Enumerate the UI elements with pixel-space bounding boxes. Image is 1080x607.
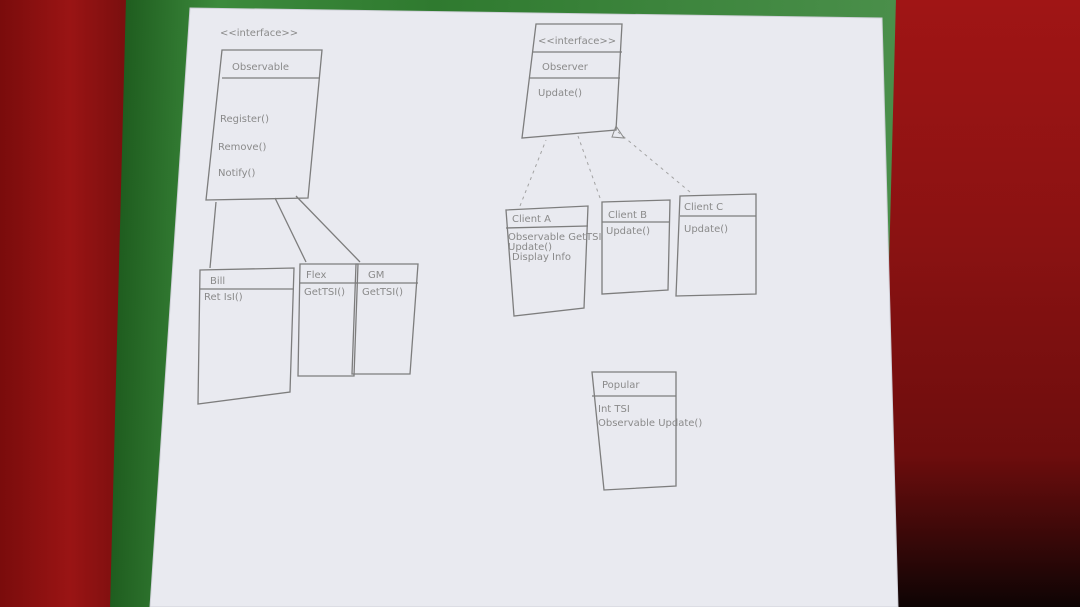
client-a-line-1: Observable GetTSI bbox=[508, 232, 601, 243]
gm-method: GetTSI() bbox=[362, 287, 403, 298]
gm-class-box bbox=[351, 263, 419, 375]
client-b-class-box bbox=[601, 199, 671, 295]
flex-method: GetTSI() bbox=[304, 287, 345, 298]
popular-line-2: Observable Update() bbox=[598, 418, 702, 429]
popular-title: Popular bbox=[602, 380, 640, 391]
client-a-title: Client A bbox=[512, 214, 551, 225]
observer-title: Observer bbox=[542, 62, 589, 73]
bill-class-box bbox=[197, 267, 295, 405]
red-fabric-right bbox=[880, 0, 1080, 607]
gm-title: GM bbox=[368, 270, 384, 281]
observable-stereotype: <<interface>> bbox=[220, 28, 298, 39]
observable-method-1: Register() bbox=[220, 114, 269, 125]
observer-method: Update() bbox=[538, 88, 582, 99]
client-a-line-3: Display Info bbox=[512, 252, 571, 263]
client-c-title: Client C bbox=[684, 202, 723, 213]
observer-class-box bbox=[521, 23, 623, 139]
observable-title: Observable bbox=[232, 62, 289, 73]
flex-title: Flex bbox=[306, 270, 327, 281]
client-a-class-box bbox=[505, 205, 589, 317]
observable-method-3: Notify() bbox=[218, 168, 255, 179]
flex-class-box bbox=[297, 263, 359, 377]
triangle-arrowhead-icon bbox=[611, 124, 625, 139]
observable-method-2: Remove() bbox=[218, 142, 266, 153]
observable-class-box bbox=[205, 49, 323, 201]
observer-stereotype: <<interface>> bbox=[538, 36, 616, 47]
client-b-title: Client B bbox=[608, 210, 647, 221]
paper-sheet bbox=[150, 8, 898, 607]
client-a-line-2: Update() bbox=[508, 242, 552, 253]
popular-class-box bbox=[591, 371, 677, 491]
client-c-line-1: Update() bbox=[684, 224, 728, 235]
popular-line-1: Int TSI bbox=[598, 404, 630, 415]
client-b-line-1: Update() bbox=[606, 226, 650, 237]
bill-method: Ret IsI() bbox=[204, 292, 243, 303]
realization-arrows-observer bbox=[519, 131, 691, 207]
client-c-class-box bbox=[675, 193, 757, 297]
inheritance-arrows-observable bbox=[209, 195, 361, 269]
bill-title: Bill bbox=[210, 276, 225, 287]
